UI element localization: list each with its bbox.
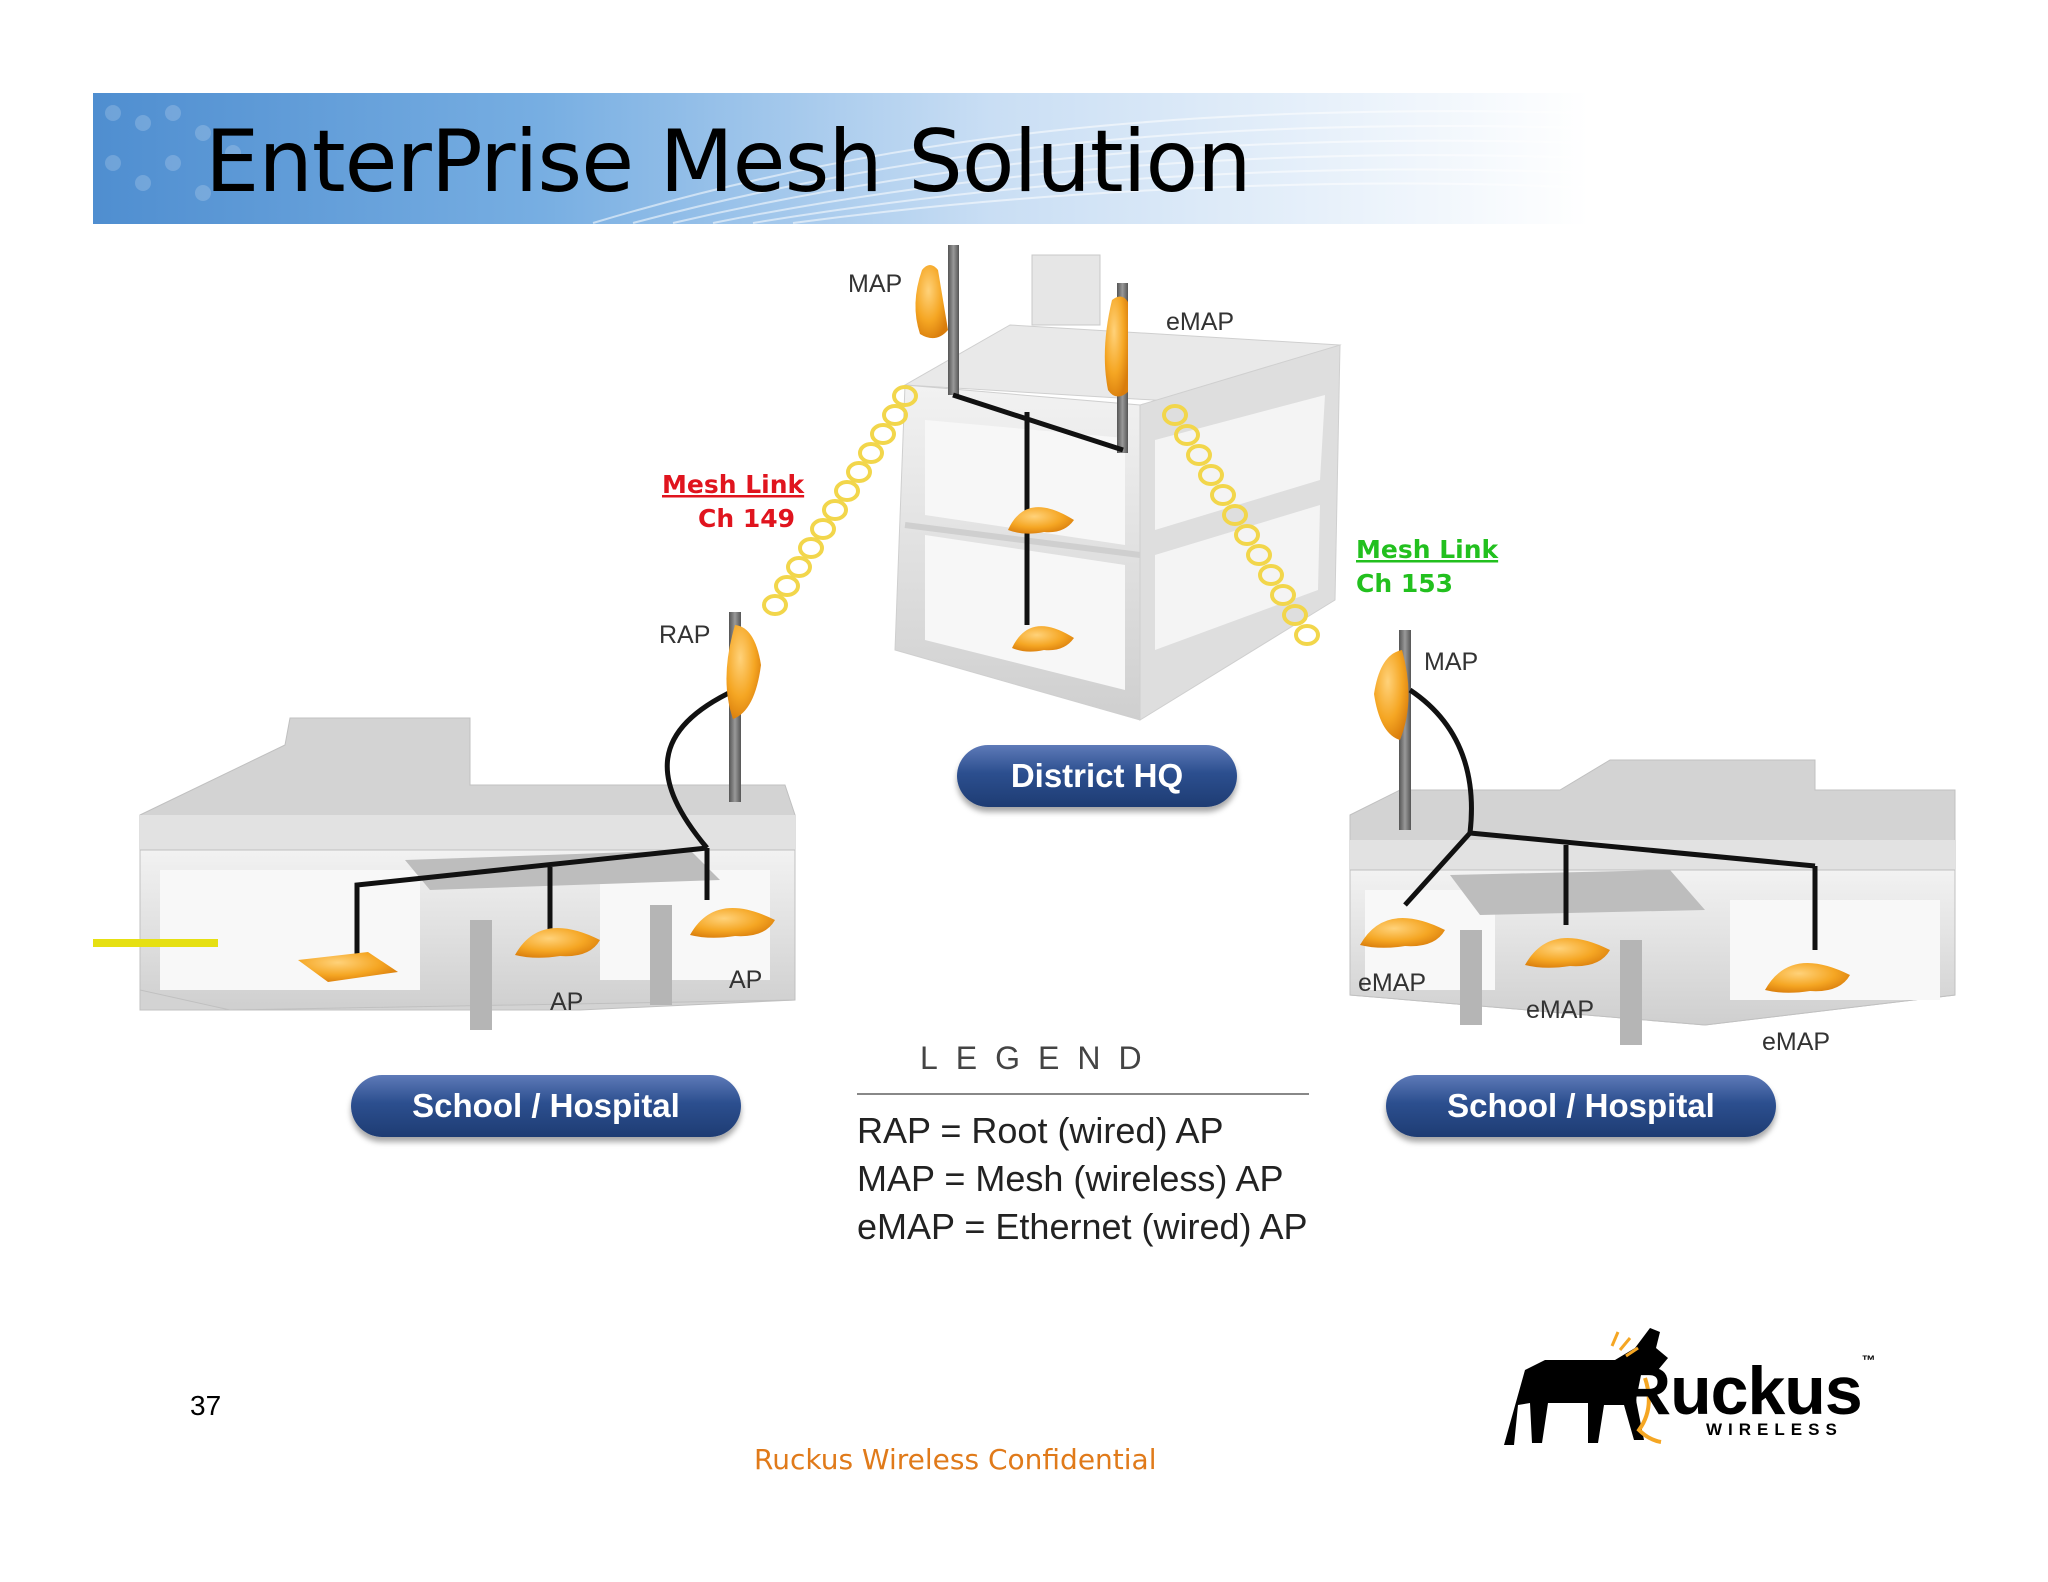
ethernet-uplink-cable [93,939,218,947]
label-rap: RAP [659,621,710,649]
title-banner [93,93,1589,224]
mesh-link-149-label: Mesh Link [662,470,806,499]
left-cable-horizontal [354,845,708,965]
left-ap-2 [690,908,775,938]
right-map-cable [1408,687,1474,834]
ruckus-wordmark: Ruckus™ [1622,1352,1876,1430]
left-rap-cable [664,687,737,850]
legend-item-rap: RAP = Root (wired) AP [857,1110,1224,1151]
ruckus-trademark: ™ [1861,1352,1876,1368]
page-number: 37 [190,1390,222,1421]
right-pillar-1 [1460,930,1482,1025]
left-school-building [139,717,796,1030]
banner-swoosh-graphic [105,105,1589,224]
label-right-emap-3: eMAP [1762,1028,1830,1056]
district-hq-pill: District HQ [957,745,1237,807]
right-school-hospital-label: School / Hospital [1447,1087,1715,1124]
mesh-link-153-channel: Ch 153 [1356,569,1453,598]
mesh-link-149-signal [762,385,918,616]
hq-ap-upper [1008,507,1074,534]
label-hq-emap: eMAP [1166,308,1234,336]
ruckus-wireless-sub: WIRELESS [1706,1420,1843,1439]
left-school-hospital-pill: School / Hospital [351,1075,741,1137]
confidential-footer: Ruckus Wireless Confidential [754,1443,1157,1476]
right-emap-1 [1360,918,1445,948]
left-pillar-1 [470,920,492,1030]
left-school-hospital-label: School / Hospital [412,1087,680,1124]
hq-emap-ap [1104,296,1128,397]
right-school-building [1349,759,1956,1045]
right-cable-horizontal [1469,830,1816,869]
legend-item-map: MAP = Mesh (wireless) AP [857,1158,1284,1199]
legend-item-emap: eMAP = Ethernet (wired) AP [857,1206,1308,1247]
label-hq-map: MAP [848,270,902,298]
right-emap-2 [1525,938,1610,968]
district-hq-label: District HQ [1010,757,1184,794]
left-ap-1 [515,928,600,958]
left-pillar-2 [650,905,672,1005]
hq-cable [952,392,1124,453]
legend-title: LEGEND [920,1040,1160,1076]
label-left-ap-2: AP [729,966,762,994]
mesh-link-153-signal [1162,404,1320,646]
label-left-ap-1: AP [550,988,583,1016]
right-school-hospital-pill: School / Hospital [1386,1075,1776,1137]
label-right-map: MAP [1424,648,1478,676]
mesh-link-153-label: Mesh Link [1356,535,1500,564]
mesh-link-149-channel: Ch 149 [698,504,795,533]
ruckus-dog-logo [1504,1328,1668,1445]
right-pillar-2 [1620,940,1642,1045]
hq-ap-lower [1012,626,1074,652]
label-right-emap-1: eMAP [1358,969,1426,997]
left-switch [298,952,398,982]
hq-map-ap [915,265,948,339]
rap-ap [726,625,761,719]
right-map-ap [1374,650,1409,740]
legend-divider [857,1093,1309,1095]
right-emap-3 [1765,963,1850,993]
ruckus-wordmark-text: Ruckus [1622,1353,1863,1429]
slide-title: EnterPrise Mesh Solution [205,112,1252,212]
hq-map-pole [948,245,959,395]
label-right-emap-2: eMAP [1526,996,1594,1024]
right-cable-emap1 [1403,831,1472,907]
